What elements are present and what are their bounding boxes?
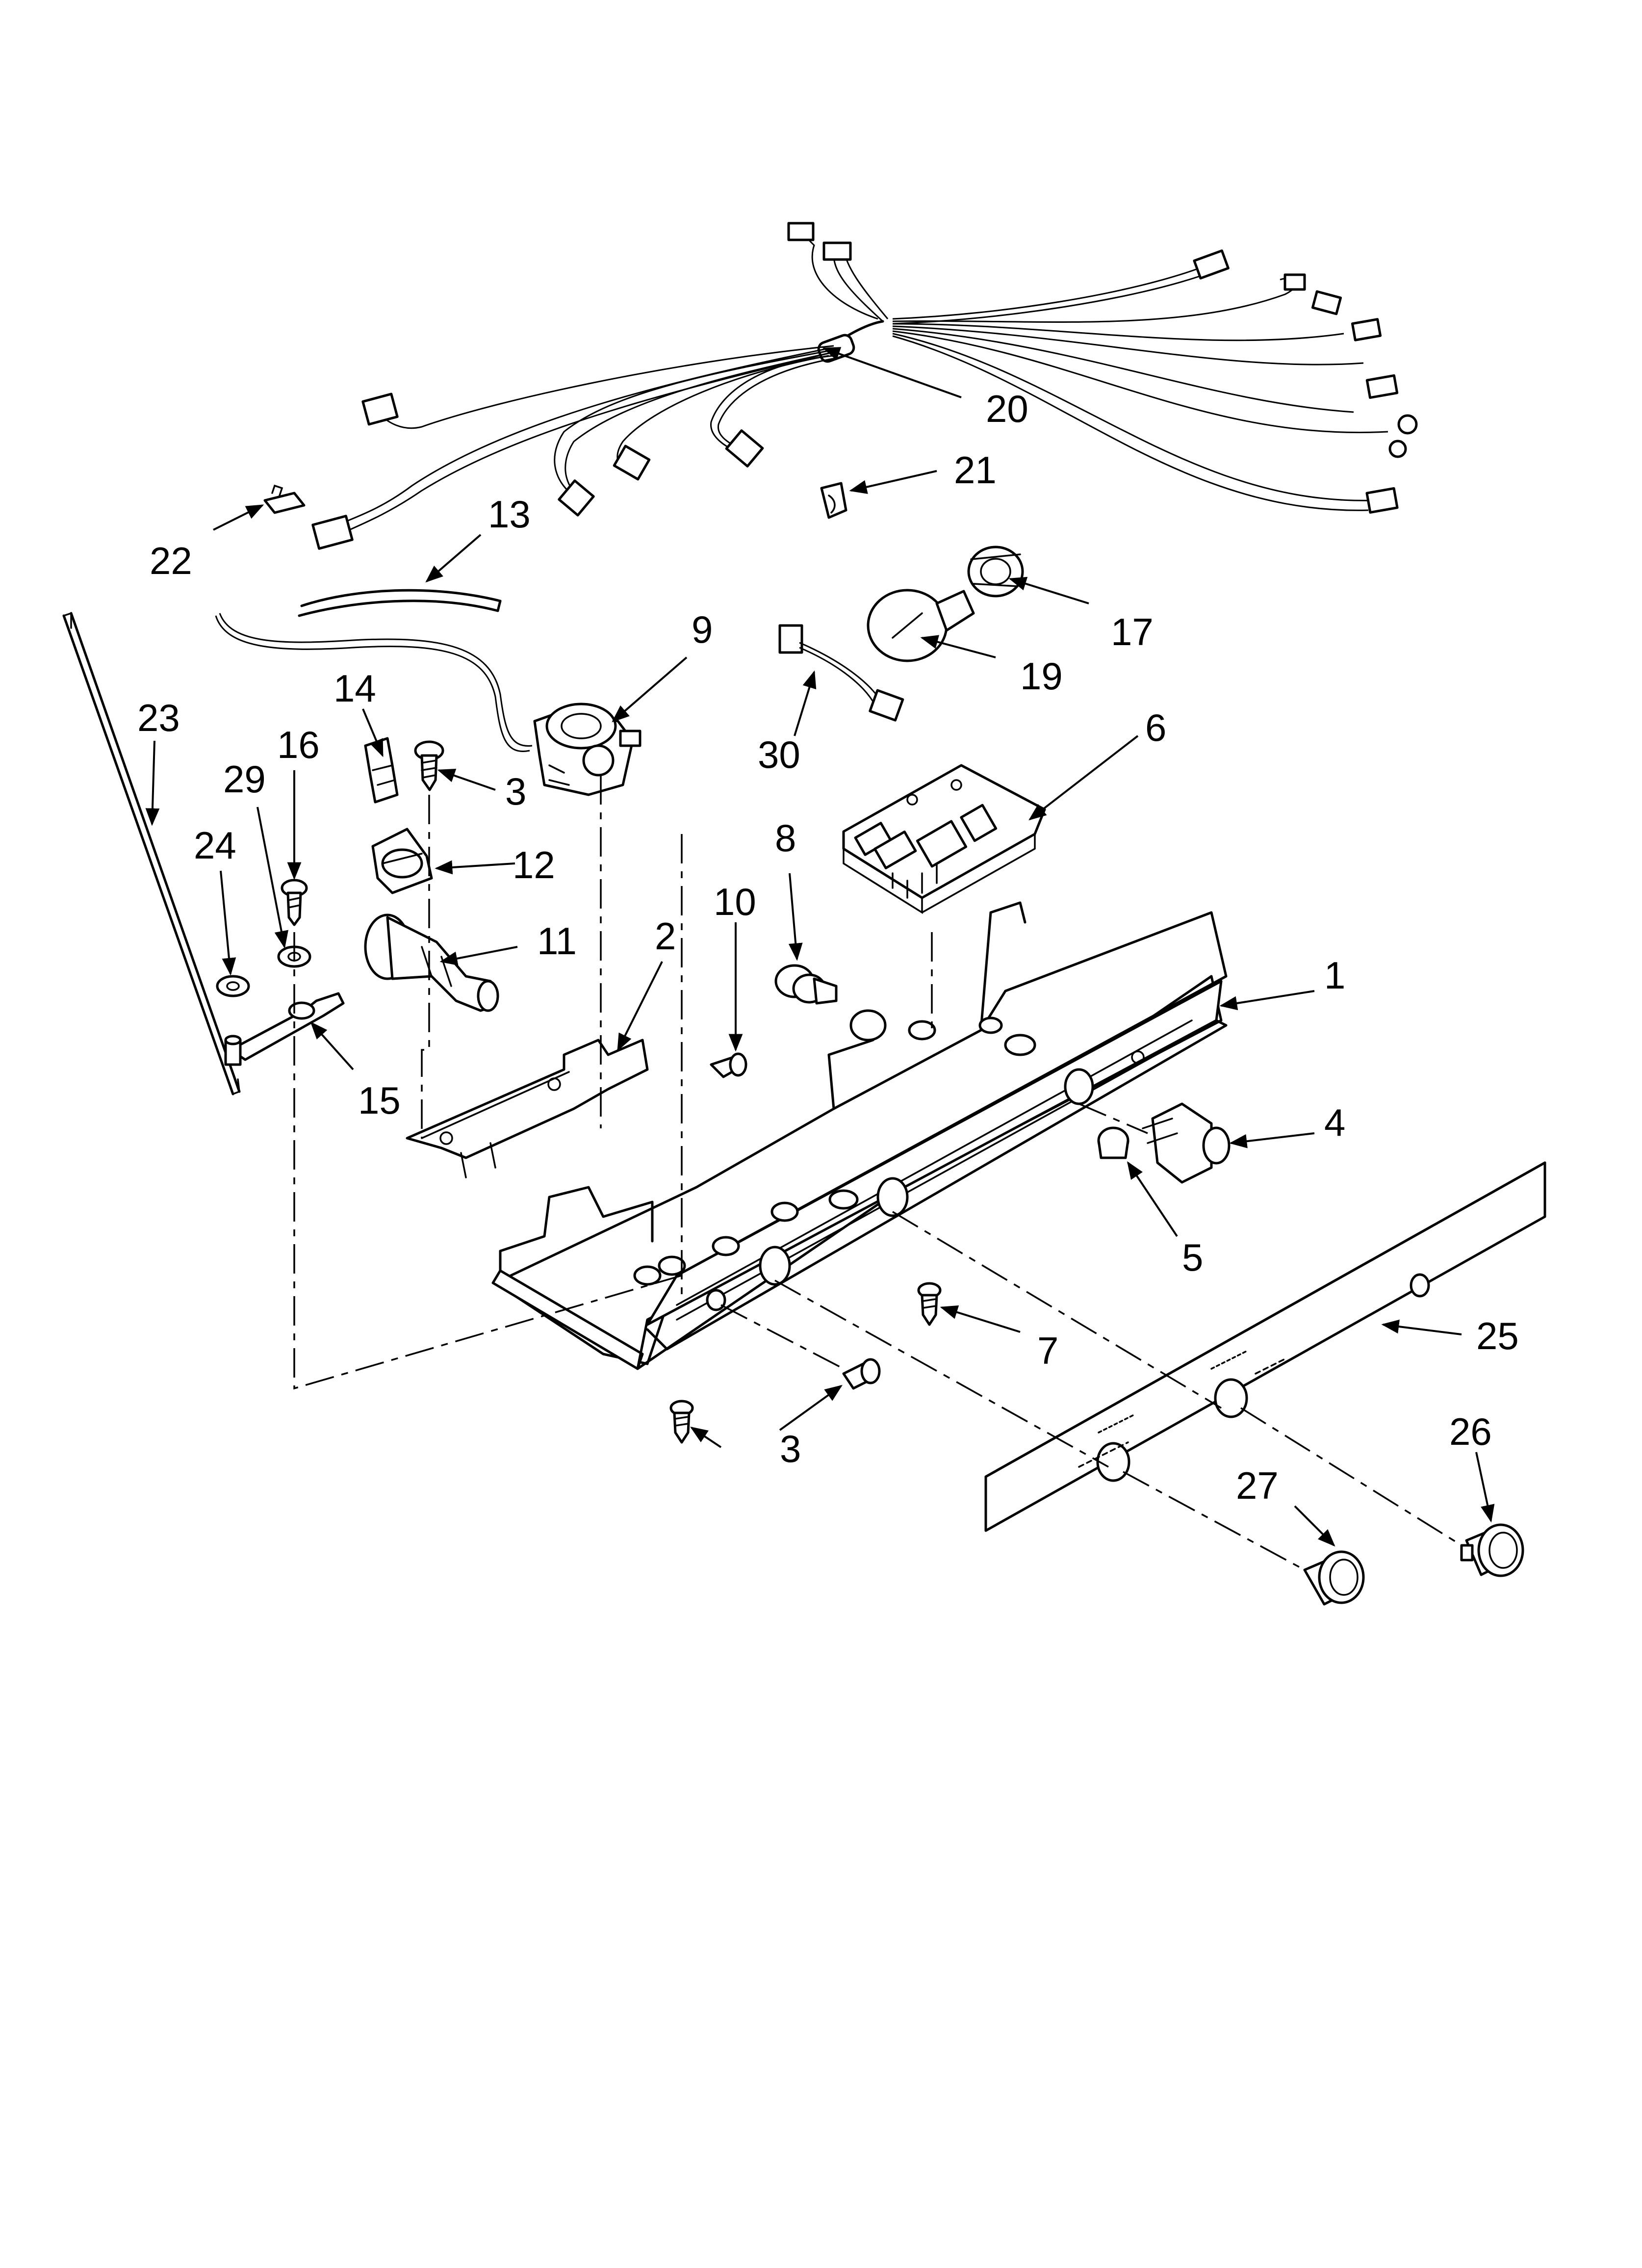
callout-16: 16	[277, 723, 320, 766]
alignment-lines	[293, 775, 1462, 1571]
part-26-knob	[1460, 1523, 1524, 1577]
callout-27: 27	[1236, 1464, 1279, 1507]
part-24-washer	[216, 975, 250, 997]
part-7-screw	[917, 1282, 942, 1326]
part-17-socket	[967, 546, 1024, 598]
part-19-bulb	[867, 589, 975, 662]
part-13-tube	[298, 589, 502, 617]
part-14-bracket	[364, 737, 399, 804]
part-3-screw-lower-left	[669, 1400, 694, 1444]
part-3-screw-lower-right	[842, 1358, 881, 1390]
wire-harness	[311, 222, 1418, 550]
callout-29: 29	[223, 757, 266, 801]
callout-7: 7	[1037, 1329, 1058, 1372]
callout-11: 11	[537, 919, 577, 963]
callout-15: 15	[358, 1079, 401, 1122]
callout-22: 22	[150, 539, 192, 582]
part-16-screw	[281, 879, 308, 926]
part-1-housing	[491, 901, 1228, 1370]
callout-25: 25	[1476, 1314, 1519, 1357]
part-15-lever	[224, 992, 345, 1066]
callout-6: 6	[1145, 706, 1166, 749]
callout-13: 13	[488, 493, 531, 536]
part-25-panel	[984, 1161, 1546, 1532]
part-6-control-board	[842, 764, 1046, 914]
part-11-shaft	[364, 913, 499, 1012]
part-12-clip	[371, 828, 433, 894]
part-3-screw-upper	[414, 740, 444, 791]
callout-2: 2	[655, 914, 676, 958]
callout-1: 1	[1324, 954, 1345, 997]
callout-10: 10	[714, 880, 756, 923]
callout-4: 4	[1324, 1101, 1345, 1144]
part-10-screw	[710, 1052, 747, 1078]
part-8-grommet	[774, 964, 838, 1005]
callout-19: 19	[1020, 654, 1063, 698]
part-21-connector	[820, 482, 847, 519]
sensor-wire	[215, 615, 530, 752]
callout-14: 14	[334, 667, 376, 710]
part-27-knob	[1303, 1550, 1365, 1606]
callout-20: 20	[986, 387, 1028, 430]
callout-12: 12	[513, 843, 555, 886]
callout-17: 17	[1111, 610, 1154, 653]
callout-5: 5	[1182, 1236, 1203, 1279]
part-2-bracket	[406, 1039, 649, 1178]
part-30-harness	[778, 624, 904, 722]
part-22-clip	[263, 484, 306, 514]
callout-3-upper: 3	[505, 770, 526, 813]
part-4-switch	[1142, 1102, 1231, 1184]
callout-3-lower: 3	[780, 1427, 801, 1470]
callout-8: 8	[775, 816, 796, 860]
part-5-cap	[1097, 1126, 1129, 1159]
part-23-rod	[62, 612, 241, 1095]
part-9-control	[533, 703, 641, 796]
callout-leaders	[145, 347, 1495, 1547]
callout-9: 9	[692, 608, 713, 651]
callout-30: 30	[758, 733, 800, 776]
callout-24: 24	[194, 824, 236, 867]
callout-23: 23	[137, 696, 180, 739]
callout-21: 21	[954, 448, 997, 492]
callout-labels: 1 2 3 3 4 5 6 7 8 9 10 11 12 13 14 15 16…	[137, 387, 1519, 1507]
part-29-washer	[277, 945, 311, 968]
callout-26: 26	[1449, 1410, 1492, 1453]
